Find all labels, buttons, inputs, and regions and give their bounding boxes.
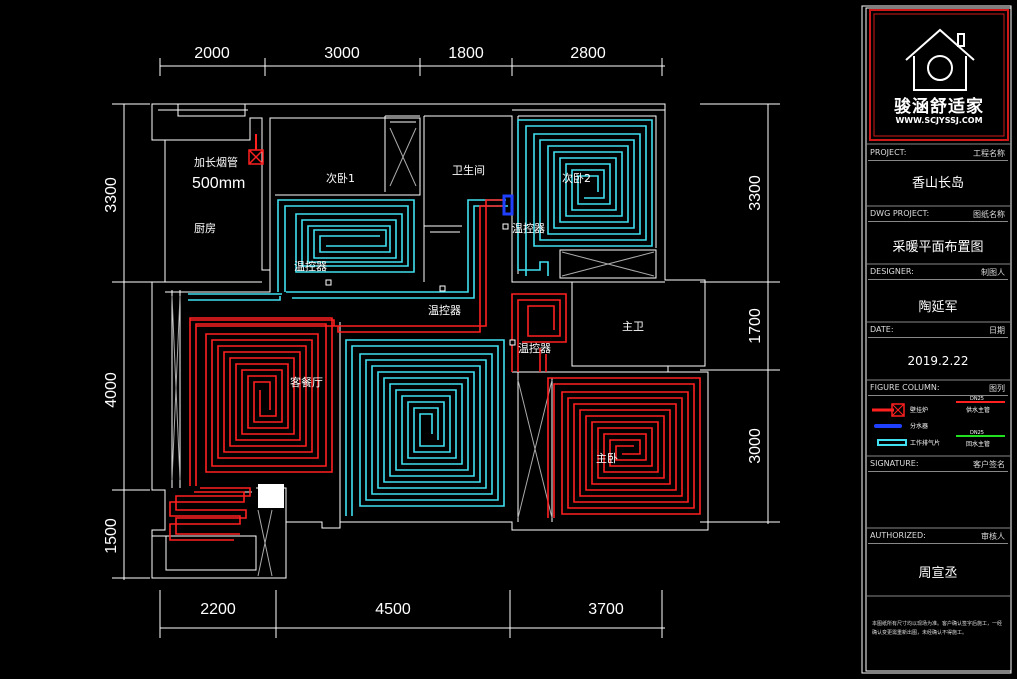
dimension-bottom [159,590,665,638]
date-label: DATE: [870,325,894,334]
label-master: 主卧 [596,452,618,465]
logo-text: 骏涵舒适家 [894,97,984,117]
dim-bottom-2: 4500 [375,601,411,618]
dim-top-4: 2800 [570,45,606,62]
dwg-value: 采暖平面布置图 [892,240,984,255]
project-label: PROJECT: [870,148,907,157]
signature-label-cn: 客户签名 [973,460,1005,469]
legend-manifold: 分水器 [910,423,929,430]
date-header: DATE: 日期 [868,323,1008,338]
label-thermostat-4: 温控器 [518,341,551,355]
designer-value: 陶延军 [918,300,958,315]
signature-label: SIGNATURE: [870,459,919,468]
legend-vent: 工作排气片 [910,440,941,447]
label-bathroom: 卫生间 [452,163,485,177]
dimension-right [700,103,780,524]
authorized-label-cn: 审核人 [981,532,1005,541]
designer-label-cn: 制图人 [981,268,1005,277]
shaft-block [258,484,284,508]
dim-right-2: 1700 [747,308,764,344]
label-thermostat-2: 温控器 [428,303,461,317]
dim-top-1: 2000 [194,45,230,62]
dim-right-3: 3000 [747,428,764,464]
footer-note: 本图纸所有尺寸均以现场为准。客户确认签字后施工，一经确认变更需重新出图，未经确认… [872,621,1003,636]
dimension-left [112,103,150,580]
dim-bottom-1: 2200 [200,601,236,618]
label-thermostat-1: 温控器 [294,259,327,273]
legend-return: 回水主管 [966,441,991,448]
date-value: 2019.2.22 [907,354,969,368]
label-bedroom1: 次卧1 [326,171,355,185]
date-label-cn: 日期 [989,326,1005,335]
label-hood-length: 500mm [192,175,245,192]
logo-frame [869,9,1009,141]
figure-label: FIGURE COLUMN: [870,383,940,392]
dim-left-1: 3300 [103,177,120,213]
project-value: 香山长岛 [911,176,964,191]
signature-header: SIGNATURE: 客户签名 [868,457,1008,472]
dim-bottom-3: 3700 [588,601,624,618]
legend-boiler: 壁挂炉 [910,407,929,414]
house-logo-icon [905,28,975,91]
project-label-cn: 工程名称 [973,149,1005,158]
heating-loops [169,119,701,541]
legend-return-size: DN25 [970,430,984,436]
figure-label-cn: 图列 [989,384,1005,393]
dwg-header: DWG PROJECT: 图纸名称 [868,207,1008,222]
project-header: PROJECT: 工程名称 [868,146,1008,161]
dim-top-2: 3000 [324,45,360,62]
legend-supply: 供水主管 [966,407,991,414]
dwg-label: DWG PROJECT: [870,209,930,218]
authorized-header: AUTHORIZED: 审核人 [868,529,1008,544]
dim-top-3: 1800 [448,45,484,62]
legend-supply-size: DN25 [970,396,984,402]
label-thermostat-3: 温控器 [512,221,545,235]
authorized-label: AUTHORIZED: [870,531,926,540]
label-hood: 加长烟管 [194,155,238,169]
label-bedroom2: 次卧2 [562,171,591,185]
manifold-icon [502,194,514,216]
dim-left-2: 4000 [103,372,120,408]
dim-left-3: 1500 [103,518,120,554]
label-living: 客餐厅 [290,375,323,389]
designer-label: DESIGNER: [870,267,914,276]
thermostats [325,223,516,346]
label-master-bath: 主卫 [622,320,644,333]
authorized-value: 周宣丞 [918,566,958,581]
label-kitchen: 厨房 [194,222,216,235]
dimension-top [159,58,665,76]
title-block-lines [866,143,1011,597]
boiler-icon [248,149,264,165]
logo-url: WWW.SCJYSSJ.COM [895,116,983,125]
figure-header: FIGURE COLUMN: 图列 [868,381,1008,396]
legend-symbols [872,401,1005,446]
closet-hatch [171,127,655,577]
designer-header: DESIGNER: 制图人 [868,265,1008,280]
dwg-label-cn: 图纸名称 [973,210,1005,219]
dim-right-1: 3300 [747,175,764,211]
